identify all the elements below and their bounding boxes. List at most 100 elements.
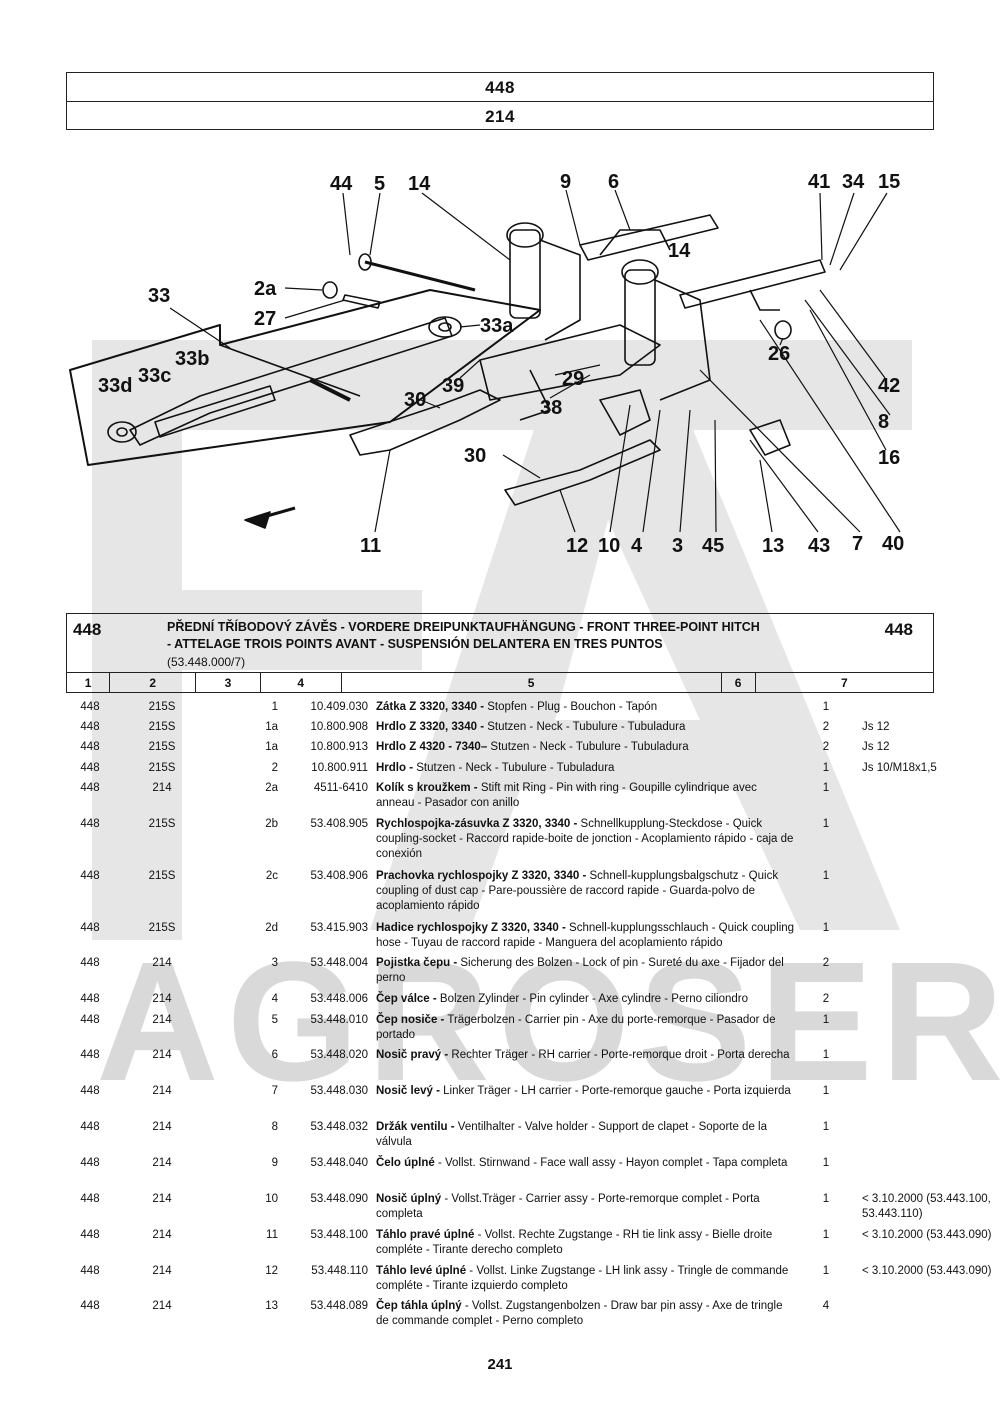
cell-description: Nosič levý - Linker Träger - LH carrier …	[372, 1084, 796, 1099]
cell-page: 214	[152, 1014, 172, 1026]
callout-label: 30	[404, 389, 426, 411]
part-translations: Ventilhalter - Valve holder - Support de…	[376, 1121, 767, 1148]
cell-page: 214	[152, 1049, 172, 1061]
cell-page: 214	[152, 957, 172, 969]
cell-note	[856, 869, 1000, 914]
part-name: Kolík s kroužkem -	[376, 782, 478, 794]
cell-quantity: 4	[822, 1300, 830, 1312]
cell-page: 214	[152, 782, 172, 794]
cell-part-number: 10.800.911	[311, 762, 368, 774]
cell-page: 215S	[148, 818, 176, 830]
cell-note	[856, 992, 1000, 1007]
cell-quantity: 2	[822, 957, 830, 969]
callout-label: 42	[878, 375, 900, 397]
cell-description: Hrdlo - Stutzen - Neck - Tubulure - Tubu…	[372, 761, 796, 776]
part-name: Čep táhla úplný	[376, 1300, 462, 1312]
callout-label: 44	[330, 173, 353, 195]
cell-description: Držák ventilu - Ventilhalter - Valve hol…	[372, 1120, 796, 1150]
callout-label: 14	[408, 173, 431, 195]
callout-label: 39	[442, 375, 464, 397]
callout-label: 6	[608, 171, 619, 193]
column-header: 6	[722, 673, 756, 693]
part-translations: Schnell-kupplungsschlauch - Quick coupli…	[376, 922, 795, 949]
cell-page: 215S	[148, 701, 176, 713]
part-name: Zátka Z 3320, 3340 -	[376, 701, 485, 713]
part-translations: Rechter Träger - RH carrier - Porte-remo…	[448, 1049, 790, 1061]
cell-page: 214	[152, 1229, 172, 1241]
cell-note	[856, 781, 1000, 811]
cell-position: 1a	[265, 741, 278, 753]
cell-group: 448	[80, 957, 100, 969]
part-translations: - Vollst. Linke Zugstange - LH link assy…	[376, 1265, 789, 1292]
cell-position: 1a	[265, 721, 278, 733]
cell-position: 5	[271, 1014, 278, 1026]
part-translations: Stopfen - Plug - Bouchon - Tapón	[484, 701, 658, 713]
cell-description: Čep táhla úplný - Vollst. Zugstangenbolz…	[372, 1299, 796, 1329]
cell-group: 448	[80, 1121, 100, 1133]
cell-group: 448	[80, 1014, 100, 1026]
cell-group: 448	[80, 818, 100, 830]
callout-label: 4	[631, 535, 643, 557]
callout-label: 10	[598, 535, 620, 557]
cell-page: 214	[152, 993, 172, 1005]
cell-note	[856, 700, 1000, 715]
header-line-1: 448	[66, 72, 934, 102]
cell-description: Nosič pravý - Rechter Träger - RH carrie…	[372, 1048, 796, 1063]
part-translations: Linker Träger - LH carrier - Porte-remor…	[439, 1085, 791, 1097]
cell-part-number: 53.448.100	[310, 1229, 368, 1241]
cell-description: Hrdlo Z 3320, 3340 - Stutzen - Neck - Tu…	[372, 720, 796, 735]
cell-quantity: 1	[822, 1085, 830, 1097]
callout-label: 14	[668, 240, 691, 262]
callout-label: 33b	[175, 348, 209, 370]
cell-quantity: 1	[822, 1014, 830, 1026]
exploded-parts-diagram: 44 5 14 9 6 41 34 15 14 2a 33 27 33a 26 …	[69, 171, 904, 557]
cell-group: 448	[80, 993, 100, 1005]
cell-part-number: 53.448.006	[310, 993, 368, 1005]
callout-label: 30	[464, 445, 486, 467]
cell-part-number: 53.448.004	[310, 957, 368, 969]
part-name: Pojistka čepu -	[376, 957, 458, 969]
cell-note	[856, 956, 1000, 986]
cell-description: Hrdlo Z 4320 - 7340– Stutzen - Neck - Tu…	[372, 740, 796, 755]
cell-part-number: 53.448.089	[310, 1300, 368, 1312]
callout-label: 45	[702, 535, 724, 557]
callout-label: 27	[254, 308, 276, 330]
cell-note: Js 12	[862, 721, 890, 733]
part-translations: Trägerbolzen - Carrier pin - Axe du port…	[376, 1014, 776, 1041]
cell-part-number: 10.409.030	[310, 701, 368, 713]
part-name: Nosič úplný	[376, 1193, 442, 1205]
section-number-right: 448	[884, 620, 913, 639]
cell-group: 448	[80, 1193, 100, 1205]
cell-description: Pojistka čepu - Sicherung des Bolzen - L…	[372, 956, 796, 986]
callout-label: 16	[878, 447, 900, 469]
cell-note: < 3.10.2000 (53.443.090)	[862, 1265, 992, 1277]
cell-note	[856, 1048, 1000, 1063]
column-header: 4	[261, 673, 342, 693]
cell-position: 3	[271, 957, 278, 969]
cell-position: 2	[271, 762, 278, 774]
callout-label: 7	[852, 533, 863, 555]
cell-part-number: 53.448.010	[310, 1014, 368, 1026]
part-name: Hadice rychlospojky Z 3320, 3340 -	[376, 922, 566, 934]
section-code: (53.448.000/7)	[167, 655, 246, 669]
cell-quantity: 1	[822, 1193, 830, 1205]
cell-quantity: 1	[822, 870, 830, 882]
cell-page: 215S	[148, 922, 176, 934]
column-header: 7	[840, 676, 848, 690]
section-number-left: 448	[73, 620, 102, 639]
cell-note	[856, 1013, 1000, 1043]
part-name: Držák ventilu -	[376, 1121, 455, 1133]
cell-group: 448	[80, 1265, 100, 1277]
cell-part-number: 10.800.908	[310, 721, 368, 733]
callout-label: 33	[148, 285, 170, 307]
cell-page: 214	[152, 1193, 172, 1205]
